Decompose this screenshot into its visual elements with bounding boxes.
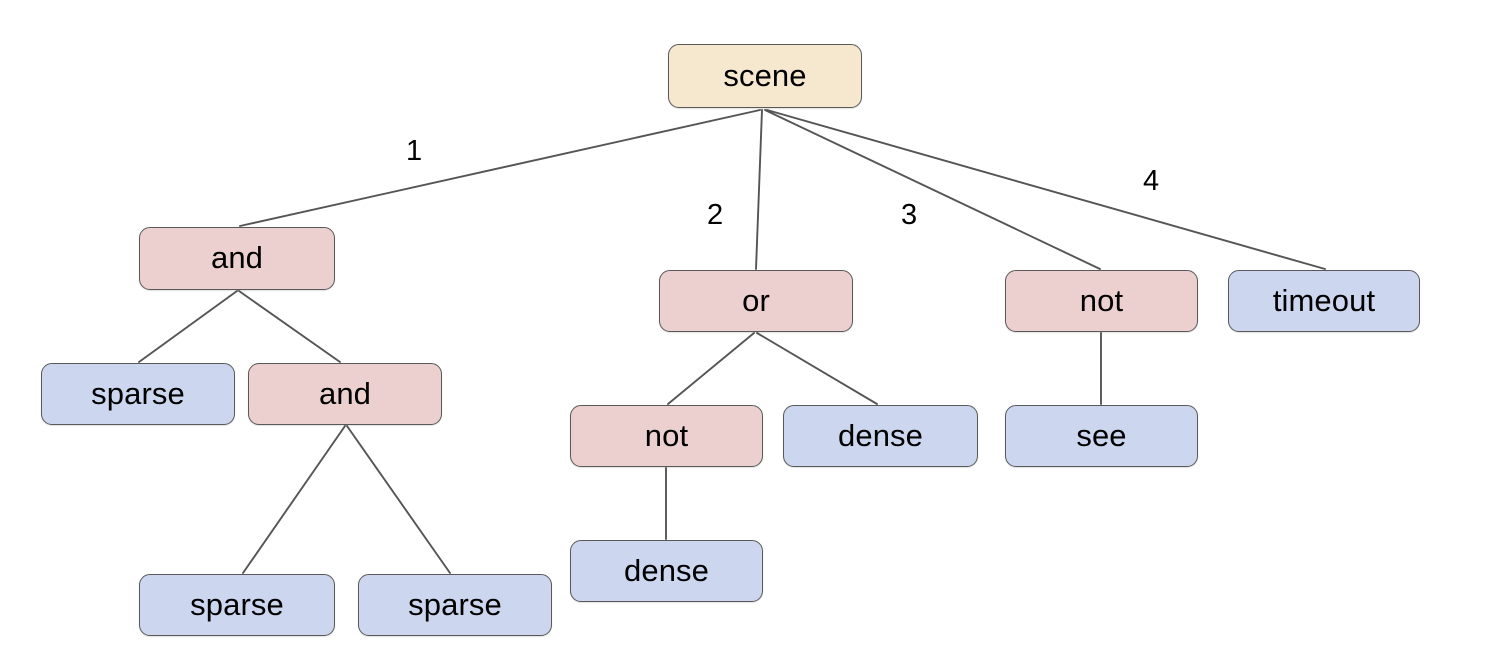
tree-node-label: or <box>742 282 770 318</box>
tree-node-dense2[interactable]: dense <box>570 540 763 602</box>
tree-node-timeout1[interactable]: timeout <box>1228 270 1420 332</box>
tree-edge <box>766 109 1326 270</box>
tree-edge <box>138 290 238 363</box>
tree-node-not1[interactable]: not <box>1005 270 1198 332</box>
tree-node-sparse1[interactable]: sparse <box>41 363 235 425</box>
tree-node-label: not <box>644 417 689 453</box>
tree-node-not2[interactable]: not <box>570 405 763 467</box>
tree-node-label: see <box>1076 417 1127 453</box>
tree-node-label: sparse <box>190 586 284 622</box>
tree-node-label: dense <box>838 417 923 453</box>
tree-node-label: and <box>210 240 264 275</box>
tree-node-label: dense <box>624 552 709 588</box>
tree-edge <box>242 425 346 574</box>
tree-node-dense1[interactable]: dense <box>783 405 978 467</box>
tree-node-label: timeout <box>1272 282 1376 318</box>
tree-node-and1[interactable]: and <box>139 227 335 290</box>
tree-node-sparse2[interactable]: sparse <box>139 574 335 636</box>
tree-edge <box>764 109 1101 270</box>
tree-node-or1[interactable]: or <box>659 270 853 332</box>
tree-node-label: sparse <box>408 586 502 622</box>
tree-edge <box>346 425 451 574</box>
tree-node-and2[interactable]: and <box>248 363 442 425</box>
tree-node-scene[interactable]: scene <box>668 44 862 108</box>
edge-label-2: 2 <box>707 199 724 231</box>
edge-label-3: 3 <box>901 199 918 231</box>
tree-node-sparse3[interactable]: sparse <box>358 574 552 636</box>
tree-node-label: scene <box>723 57 807 93</box>
edge-label-1: 1 <box>406 135 423 167</box>
tree-node-see1[interactable]: see <box>1005 405 1198 467</box>
edge-label-4: 4 <box>1143 165 1160 197</box>
tree-edge <box>667 332 755 405</box>
tree-edge <box>756 332 878 405</box>
tree-edge <box>755 109 763 270</box>
tree-node-label: not <box>1079 282 1124 318</box>
tree-edge <box>238 290 341 363</box>
tree-node-label: sparse <box>91 375 185 411</box>
tree-edge <box>239 109 761 227</box>
tree-node-label: and <box>318 375 372 411</box>
